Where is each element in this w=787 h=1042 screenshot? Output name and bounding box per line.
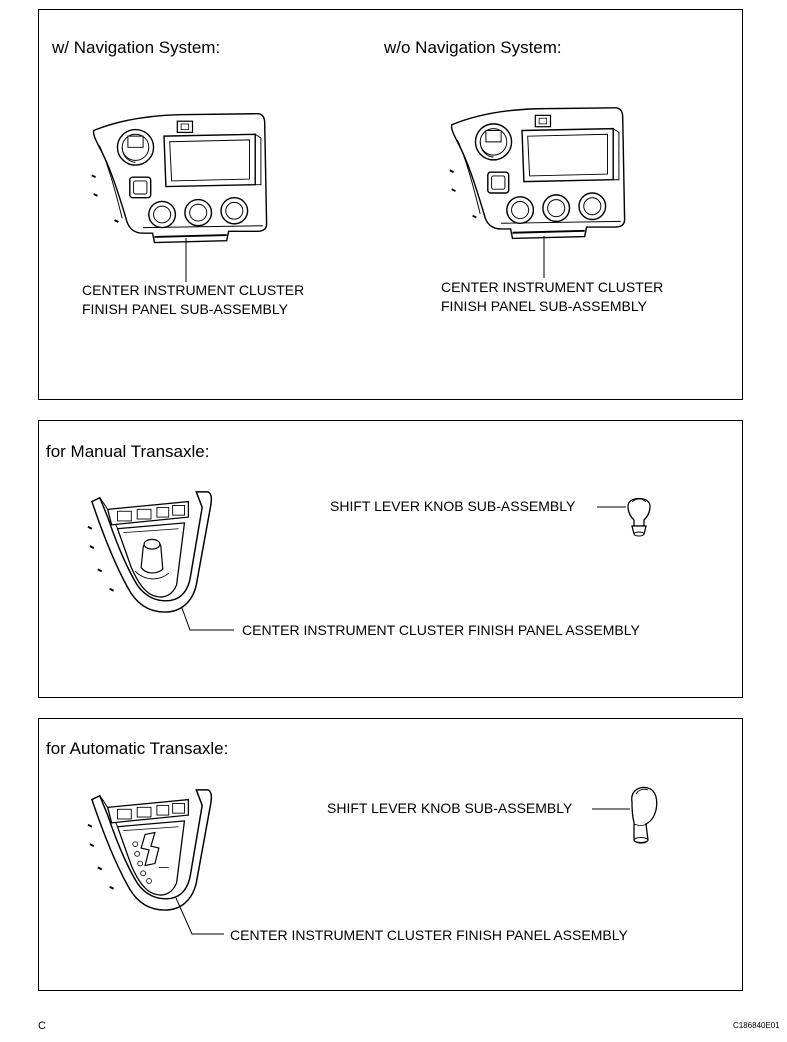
automatic-panel-label: CENTER INSTRUMENT CLUSTER FINISH PANEL A… [230, 927, 628, 943]
automatic-transaxle-heading: for Automatic Transaxle: [46, 739, 229, 758]
manual-transaxle-heading: for Manual Transaxle: [46, 442, 210, 461]
manual-console-panel-illustration [86, 488, 214, 614]
manual-panel-label: CENTER INSTRUMENT CLUSTER FINISH PANEL A… [242, 622, 640, 638]
manual-shift-knob-icon [622, 492, 656, 538]
with-nav-heading: w/ Navigation System: [52, 38, 221, 57]
with-nav-part-label-line1: CENTER INSTRUMENT CLUSTER [82, 282, 305, 298]
with-nav-part-label: CENTER INSTRUMENT CLUSTER FINISH PANEL S… [82, 281, 304, 319]
figure-code: C186840E01 [733, 1021, 780, 1030]
with-nav-part-label-line2: FINISH PANEL SUB-ASSEMBLY [82, 301, 288, 317]
automatic-shift-knob-icon [624, 784, 660, 846]
automatic-console-panel-illustration [86, 786, 214, 912]
page-letter: C [38, 1020, 46, 1032]
without-nav-part-label-line2: FINISH PANEL SUB-ASSEMBLY [441, 298, 647, 314]
without-nav-part-label: CENTER INSTRUMENT CLUSTER FINISH PANEL S… [441, 278, 663, 316]
without-nav-part-label-line1: CENTER INSTRUMENT CLUSTER [441, 279, 664, 295]
automatic-knob-label: SHIFT LEVER KNOB SUB-ASSEMBLY [327, 800, 573, 816]
without-nav-heading: w/o Navigation System: [384, 38, 562, 57]
manual-knob-label: SHIFT LEVER KNOB SUB-ASSEMBLY [330, 498, 576, 514]
automatic-transaxle-box [38, 718, 743, 991]
